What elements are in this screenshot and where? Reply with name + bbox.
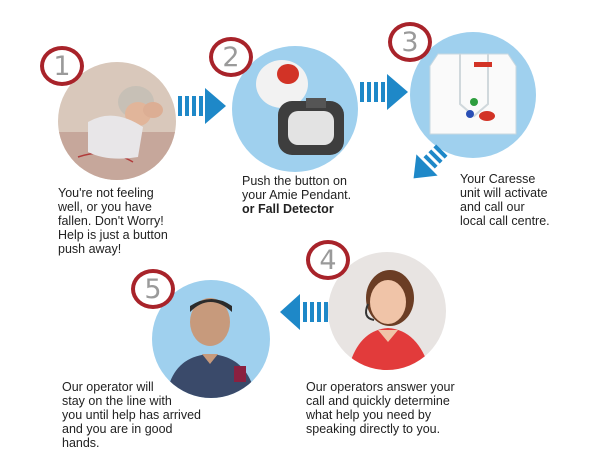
step-3-caption-line: and call our bbox=[460, 200, 525, 214]
step-4-caption-line: what help you need by bbox=[306, 408, 432, 422]
step-4-caption-line: Our operators answer your bbox=[306, 380, 455, 394]
arrow-left-icon bbox=[280, 294, 328, 330]
step-3-caption-line: unit will activate bbox=[460, 186, 548, 200]
step-5-caption-line: you until help has arrived bbox=[62, 408, 201, 422]
arrow-right-icon bbox=[360, 74, 408, 110]
step-1-photo bbox=[58, 62, 176, 180]
step-4-caption: Our operators answer your call and quick… bbox=[306, 380, 455, 436]
step-1-caption: You're not feeling well, or you have fal… bbox=[58, 186, 168, 256]
step-5-photo bbox=[152, 280, 270, 398]
step-2-caption: Push the button on your Amie Pendant. or… bbox=[242, 174, 351, 216]
step-2-number-badge: 2 bbox=[209, 37, 253, 77]
step-2-caption-line: your Amie Pendant. bbox=[242, 188, 352, 202]
fallen-person-illustration bbox=[58, 62, 176, 180]
step-5-caption-line: Our operator will bbox=[62, 380, 154, 394]
step-3-photo bbox=[410, 32, 536, 158]
step-4-number-badge: 4 bbox=[306, 240, 350, 280]
step-3-caption: Your Caresse unit will activate and call… bbox=[460, 172, 550, 228]
step-1-caption-line: well, or you have bbox=[58, 200, 152, 214]
arrow-down-left-icon bbox=[413, 144, 448, 179]
step-1-caption-line: Help is just a button bbox=[58, 228, 168, 242]
step-3-number-badge: 3 bbox=[388, 22, 432, 62]
paramedic-illustration bbox=[152, 280, 270, 398]
step-2-photo bbox=[232, 46, 358, 172]
step-2-caption-line: Push the button on bbox=[242, 174, 347, 188]
step-4-photo bbox=[328, 252, 446, 370]
caresse-unit-illustration bbox=[410, 32, 536, 158]
step-5-number-badge: 5 bbox=[131, 269, 175, 309]
step-5-caption-line: and you are in good bbox=[62, 422, 173, 436]
step-4-caption-line: speaking directly to you. bbox=[306, 422, 441, 436]
step-5-caption-line: hands. bbox=[62, 436, 100, 450]
step-1-caption-line: You're not feeling bbox=[58, 186, 154, 200]
arrow-right-icon bbox=[178, 88, 226, 124]
step-2-caption-extra: or Fall Detector bbox=[242, 202, 334, 216]
step-5-caption: Our operator will stay on the line with … bbox=[62, 380, 201, 450]
step-1-caption-line: push away! bbox=[58, 242, 122, 256]
step-3-caption-line: local call centre. bbox=[460, 214, 550, 228]
call-operator-illustration bbox=[328, 252, 446, 370]
step-1-caption-line: fallen. Don't Worry! bbox=[58, 214, 164, 228]
step-5-caption-line: stay on the line with bbox=[62, 394, 172, 408]
step-1-number-badge: 1 bbox=[40, 46, 84, 86]
pendant-button-illustration bbox=[232, 46, 358, 172]
step-3-caption-line: Your Caresse bbox=[460, 172, 536, 186]
step-4-caption-line: call and quickly determine bbox=[306, 394, 450, 408]
